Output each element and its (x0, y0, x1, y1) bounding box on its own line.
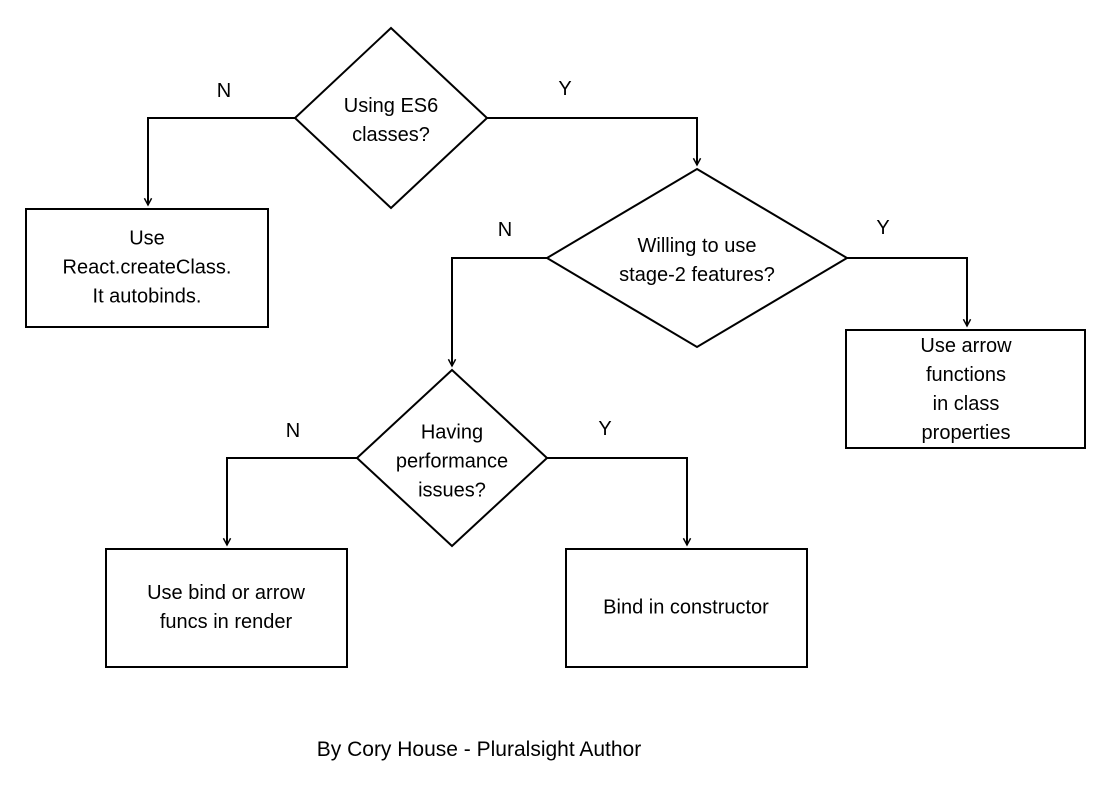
decision-label-es6-classes: Using ES6 classes? (343, 95, 439, 146)
branch-label-performance-no: N (285, 420, 301, 442)
decision-label-performance-issues: Having performance issues? (395, 421, 509, 502)
branch-label-performance-yes: Y (598, 418, 612, 440)
process-label-bind-or-arrow-render: Use bind or arrow funcs in render (147, 582, 305, 633)
edge-es6-no (148, 117, 295, 205)
edge-performance-yes (547, 457, 687, 545)
decision-label-stage2-features: Willing to use stage-2 features? (619, 235, 775, 286)
process-box-bind-or-arrow-render (105, 548, 348, 668)
process-box-arrow-class-properties (845, 329, 1086, 449)
edge-es6-yes (487, 117, 697, 165)
edge-stage2-yes (847, 257, 967, 326)
branch-label-es6-no: N (216, 80, 232, 102)
branch-label-stage2-no: N (497, 219, 513, 241)
process-label-arrow-class-properties: Use arrow functions in class properties (920, 335, 1012, 444)
decision-diamond-stage2-features (545, 167, 849, 349)
process-label-bind-in-constructor: Bind in constructor (603, 596, 769, 619)
process-label-use-createclass: Use React.createClass. It autobinds. (62, 227, 232, 308)
edge-performance-no (227, 457, 357, 545)
decision-diamond-es6-classes (293, 26, 489, 210)
branch-label-stage2-yes: Y (876, 217, 890, 239)
process-box-use-createclass (25, 208, 269, 328)
branch-label-es6-yes: Y (558, 78, 572, 100)
decision-diamond-performance-issues (355, 368, 549, 548)
author-caption: By Cory House - Pluralsight Author (316, 738, 642, 761)
edge-stage2-no (452, 257, 547, 366)
process-box-bind-in-constructor (565, 548, 808, 668)
